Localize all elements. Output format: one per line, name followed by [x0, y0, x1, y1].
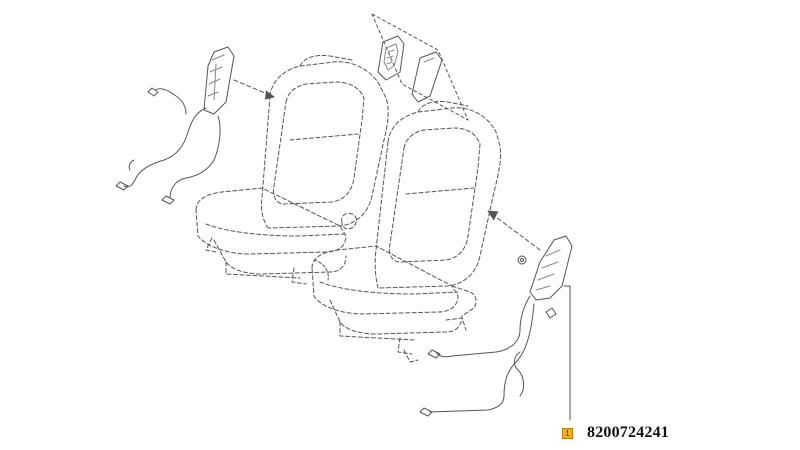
part-callout: 1 8200724241	[562, 424, 669, 442]
left-airbag-module	[203, 46, 235, 115]
left-harness	[115, 87, 221, 205]
detail-inset	[371, 13, 469, 121]
right-harness	[419, 295, 535, 417]
part-number-label: 8200724241	[587, 424, 669, 441]
right-airbag-module	[517, 235, 573, 319]
right-seat	[311, 101, 501, 363]
callout-marker: 1	[562, 427, 573, 439]
left-seat	[195, 55, 389, 285]
callout-leader	[563, 285, 571, 421]
